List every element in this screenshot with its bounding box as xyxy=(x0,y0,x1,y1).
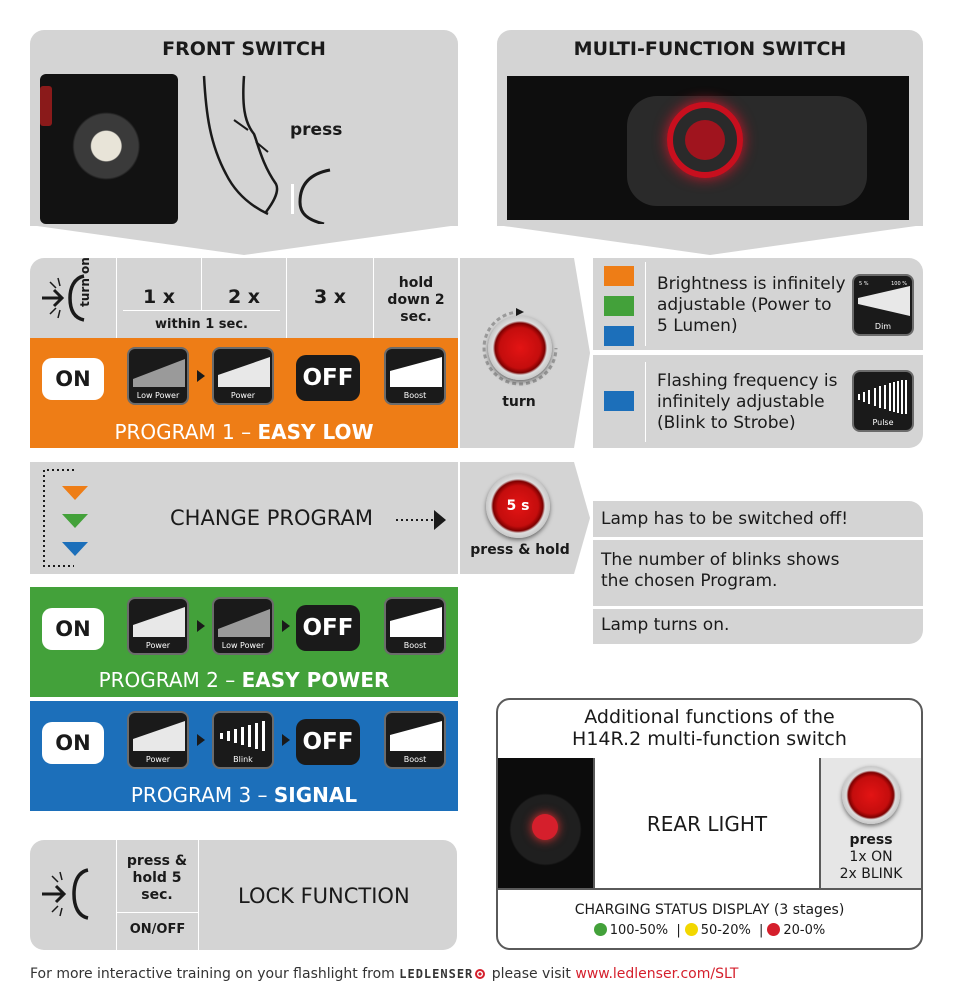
rear-divider xyxy=(819,758,821,888)
col-hold: hold down 2 sec. xyxy=(387,274,445,325)
multi-switch-photo xyxy=(507,76,909,220)
program2-off-badge: OFF xyxy=(296,605,360,651)
header-divider xyxy=(286,258,287,338)
rear-divider xyxy=(593,758,595,888)
program3-label: PROGRAM 3 – SIGNAL xyxy=(130,783,358,807)
additional-title: Additional functions of the H14R.2 multi… xyxy=(572,706,847,750)
change-program-arrow xyxy=(396,510,446,530)
rear-switch-button xyxy=(842,766,900,824)
lock-function-panel xyxy=(30,840,457,950)
mode-table-header xyxy=(30,258,458,338)
program3-power-icon: Power xyxy=(127,711,189,769)
program2-on-badge: ON xyxy=(42,608,104,650)
header-divider xyxy=(116,258,117,338)
red-dot-icon xyxy=(767,923,781,936)
within-label: within 1 sec. xyxy=(155,316,248,332)
arrow-icon xyxy=(197,370,205,382)
lock-divider xyxy=(198,840,199,950)
rear-light-photo xyxy=(498,758,593,888)
turn-switch-button xyxy=(488,316,552,380)
change-program-panel xyxy=(30,462,458,574)
program2-low-power-icon: Low Power xyxy=(212,597,274,655)
footer-mid: please visit xyxy=(491,966,571,982)
blue-swatch xyxy=(604,391,634,411)
lock-function-label: LOCK FUNCTION xyxy=(238,884,410,908)
arrow-icon xyxy=(197,620,205,632)
switch-press-icon xyxy=(42,274,85,322)
charging-title: CHARGING STATUS DISPLAY (3 stages) xyxy=(574,902,845,918)
program3-off-badge: OFF xyxy=(296,719,360,765)
turn-label: turn xyxy=(502,394,536,410)
rear-press-text: press 1x ON 2x BLINK xyxy=(839,832,903,882)
info-row-3: Lamp turns on. xyxy=(593,609,923,644)
footer: For more interactive training on your fl… xyxy=(30,966,930,982)
dim-icon: 5 % 100 % Dim xyxy=(852,274,914,336)
program2-boost-icon: Boost xyxy=(384,597,446,655)
blue-swatch xyxy=(604,326,634,346)
turn-on-label: turn on xyxy=(78,257,92,307)
rear-light-label: REAR LIGHT xyxy=(646,812,768,836)
lock-switch-icon xyxy=(42,868,89,920)
red-indicator xyxy=(40,86,52,126)
footer-url-link[interactable]: www.ledlenser.com/SLT xyxy=(575,966,739,982)
lock-onoff: ON/OFF xyxy=(129,921,186,937)
green-dot-icon xyxy=(593,923,607,936)
headlamp-front-photo xyxy=(40,74,178,224)
info-row-1: Lamp has to be switched off! xyxy=(593,501,923,537)
green-swatch xyxy=(604,296,634,316)
program1-on-badge: ON xyxy=(42,358,104,400)
lock-sub-divider xyxy=(116,912,198,913)
orange-swatch xyxy=(604,266,634,286)
charging-stages: 100-50% |50-20% |20-0% xyxy=(498,923,921,938)
logo-dot-icon xyxy=(475,969,486,979)
program1-boost-icon: Boost xyxy=(384,347,446,405)
footer-prefix: For more interactive training on your fl… xyxy=(30,966,395,982)
press-label: press xyxy=(290,120,343,140)
turn-on-icon-cell: turn on xyxy=(30,257,116,338)
program1-low-power-icon: Low Power xyxy=(127,347,189,405)
program-cycle-icon xyxy=(43,469,88,567)
within-underline xyxy=(123,310,280,311)
multi-switch-arrow xyxy=(497,225,923,255)
ledlenser-logo: LEDLENSER xyxy=(399,967,474,981)
col-3x: 3 x xyxy=(313,286,347,308)
info-row-2: The number of blinks shows the chosen Pr… xyxy=(593,540,923,606)
arrow-icon xyxy=(282,620,290,632)
program3-on-badge: ON xyxy=(42,722,104,764)
front-switch-arrow xyxy=(30,225,458,255)
swatch-divider xyxy=(645,262,646,346)
multi-switch-red-ring xyxy=(667,102,743,178)
front-switch-title: FRONT SWITCH xyxy=(162,38,326,60)
col-1x: 1 x xyxy=(142,286,176,308)
col-2x: 2 x xyxy=(227,286,261,308)
pulse-icon: Pulse xyxy=(852,370,914,432)
arrow-icon xyxy=(282,734,290,746)
program3-boost-icon: Boost xyxy=(384,711,446,769)
swatch-divider xyxy=(645,362,646,442)
program3-blink-icon: Blink xyxy=(212,711,274,769)
program1-power-icon: Power xyxy=(212,347,274,405)
lock-condition: press & hold 5 sec. xyxy=(126,852,188,903)
multi-switch-title: MULTI-FUNCTION SWITCH xyxy=(573,38,847,60)
brightness-text: Brightness is infinitely adjustable (Pow… xyxy=(657,274,846,336)
header-divider xyxy=(373,258,374,338)
program1-off-badge: OFF xyxy=(296,355,360,401)
change-program-label: CHANGE PROGRAM xyxy=(170,506,374,530)
press-hold-5s-button: 5 s xyxy=(486,474,550,538)
lock-divider xyxy=(116,840,117,950)
program1-label: PROGRAM 1 – EASY LOW xyxy=(114,420,374,444)
flashing-text: Flashing frequency is infinitely adjusta… xyxy=(657,371,838,433)
program2-power-icon: Power xyxy=(127,597,189,655)
program2-label: PROGRAM 2 – EASY POWER xyxy=(98,668,390,692)
arrow-icon xyxy=(197,734,205,746)
turn-rotate-icon xyxy=(482,308,558,386)
header-divider xyxy=(201,258,202,310)
finger-press-icon xyxy=(202,75,331,224)
yellow-dot-icon xyxy=(684,923,698,936)
rear-bottom-divider xyxy=(498,888,921,890)
press-hold-label: press & hold xyxy=(470,542,570,558)
